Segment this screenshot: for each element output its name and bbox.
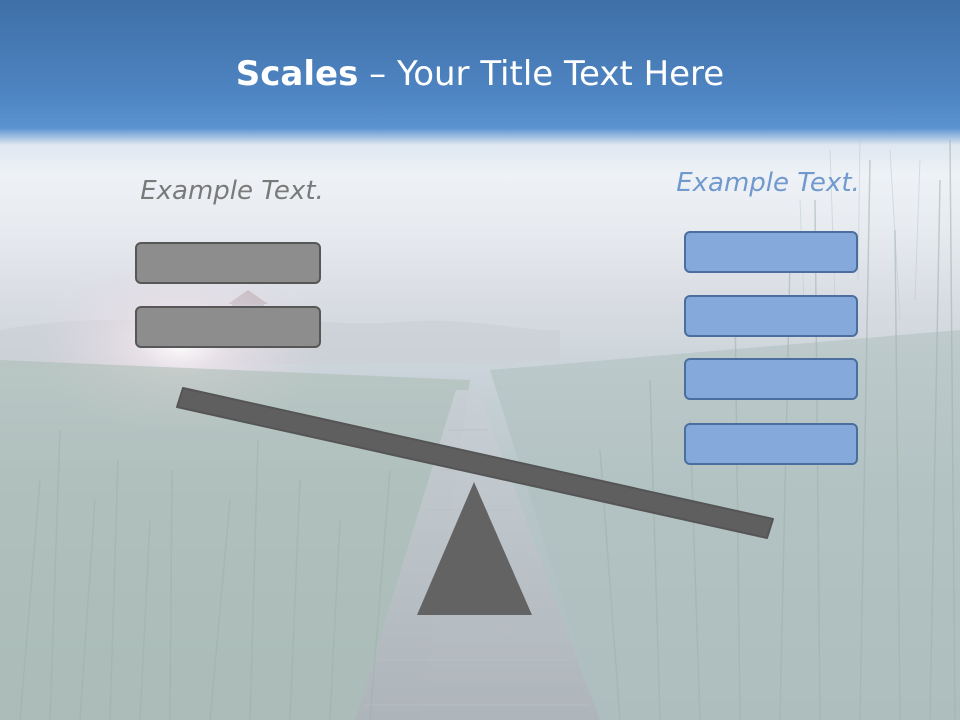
right-weight-box-2: [684, 295, 858, 337]
slide-title: Scales – Your Title Text Here: [0, 52, 960, 96]
left-label: Example Text.: [140, 176, 324, 206]
right-label: Example Text.: [676, 168, 860, 198]
scale-beam: [176, 387, 774, 539]
title-bold: Scales: [235, 54, 359, 94]
right-weight-box-1: [684, 231, 858, 273]
left-weight-box-2: [135, 306, 321, 348]
title-rest: – Your Title Text Here: [358, 54, 725, 94]
left-weight-box-1: [135, 242, 321, 284]
right-weight-box-3: [684, 358, 858, 400]
right-weight-box-4: [684, 423, 858, 465]
scale-fulcrum: [417, 482, 532, 615]
